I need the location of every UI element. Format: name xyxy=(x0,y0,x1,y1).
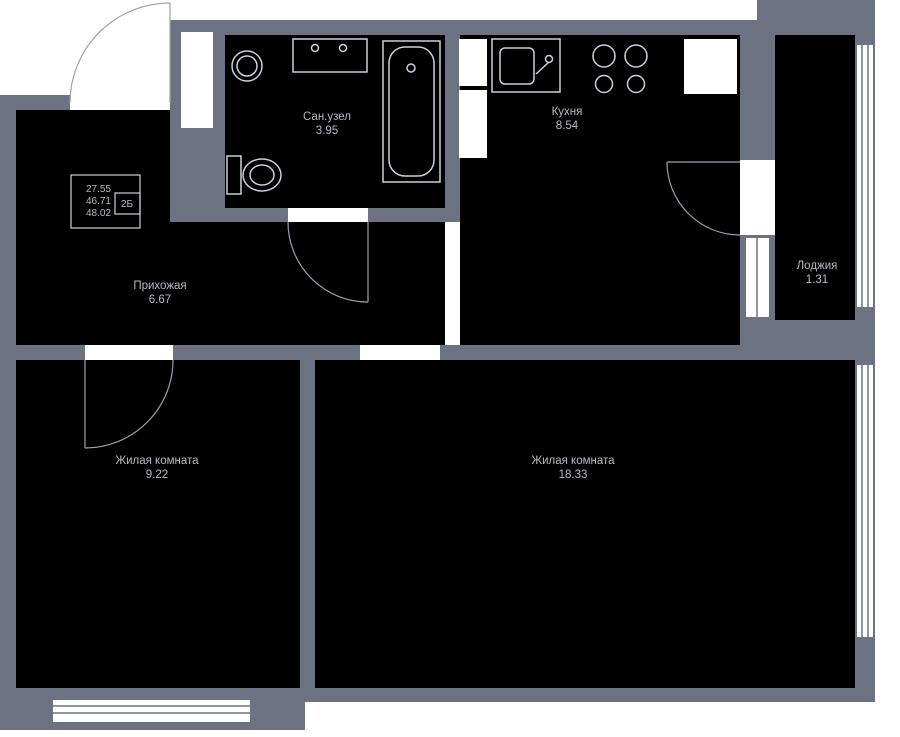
wall-bath-kitchen xyxy=(445,20,460,222)
balcony-door-arc xyxy=(666,161,741,236)
info-box-type-cell xyxy=(114,192,141,215)
balcony-door-opening xyxy=(740,160,775,235)
bathroom-fixtures xyxy=(226,38,441,195)
bedroom-window xyxy=(53,700,250,722)
kitchen-counter-right xyxy=(684,39,737,94)
kitchen-sink-icon xyxy=(491,38,561,93)
wall-bottom-right xyxy=(300,688,875,702)
apartment-type-value: 2Б xyxy=(121,199,134,210)
room-fills xyxy=(16,35,855,688)
kitchen-counter-left-upper xyxy=(459,39,487,86)
bathroom-door-arc xyxy=(287,221,369,303)
room-loggia xyxy=(775,35,855,320)
wall-left xyxy=(0,95,16,730)
label-hallway-area: 6.67 xyxy=(149,294,171,306)
total-with-loggia-value: 48.02 xyxy=(86,208,111,219)
loggia-glazing-window xyxy=(857,45,873,307)
label-loggia-name: Лоджия xyxy=(797,260,838,272)
label-bathroom-name: Сан.узел xyxy=(303,111,351,123)
room-hallway-lower xyxy=(16,222,445,345)
openings xyxy=(53,32,873,722)
wall-top xyxy=(170,20,775,35)
living-room-window xyxy=(857,365,873,637)
entry-door-opening xyxy=(70,95,170,110)
stove-burners-icon xyxy=(592,44,648,94)
label-hallway-name: Прихожая xyxy=(133,280,186,292)
label-bedroom-area: 9.22 xyxy=(146,469,168,481)
label-kitchen-name: Кухня xyxy=(552,106,583,118)
bathroom-door-opening xyxy=(288,208,368,222)
vent-shaft xyxy=(181,32,213,128)
label-loggia-area: 1.31 xyxy=(806,274,828,286)
total-area-value: 46.71 xyxy=(86,196,111,207)
label-bedroom-name: Жилая комната xyxy=(115,455,199,467)
washing-machine-icon xyxy=(292,38,368,73)
wall-room-divider xyxy=(300,345,315,690)
window-glazing-lines xyxy=(53,45,869,714)
bathtub-icon xyxy=(382,40,441,183)
bedroom-door-opening xyxy=(85,345,173,360)
kitchen-fixtures xyxy=(459,38,737,158)
label-bathroom-area: 3.95 xyxy=(316,125,338,137)
door-swings xyxy=(69,2,741,449)
label-living-area: 18.33 xyxy=(559,469,588,481)
room-living xyxy=(315,360,855,688)
bedroom-door-arc xyxy=(84,359,174,449)
wall-kitchen-loggia-upper xyxy=(740,20,775,160)
living-area-value: 27.55 xyxy=(86,184,111,195)
room-bedroom xyxy=(16,360,300,688)
kitchen-counter-left-lower xyxy=(459,90,487,158)
washbasin-icon xyxy=(231,50,263,82)
living-doorway-opening xyxy=(360,345,440,360)
entry-door-arc xyxy=(69,2,171,104)
label-living-name: Жилая комната xyxy=(531,455,615,467)
toilet-icon xyxy=(226,155,282,195)
label-kitchen-area: 8.54 xyxy=(556,120,579,132)
room-labels: Сан.узел 3.95 Кухня 8.54 Прихожая 6.67 Л… xyxy=(115,106,837,481)
area-info-box: 27.55 46.71 48.02 2Б xyxy=(70,174,141,229)
